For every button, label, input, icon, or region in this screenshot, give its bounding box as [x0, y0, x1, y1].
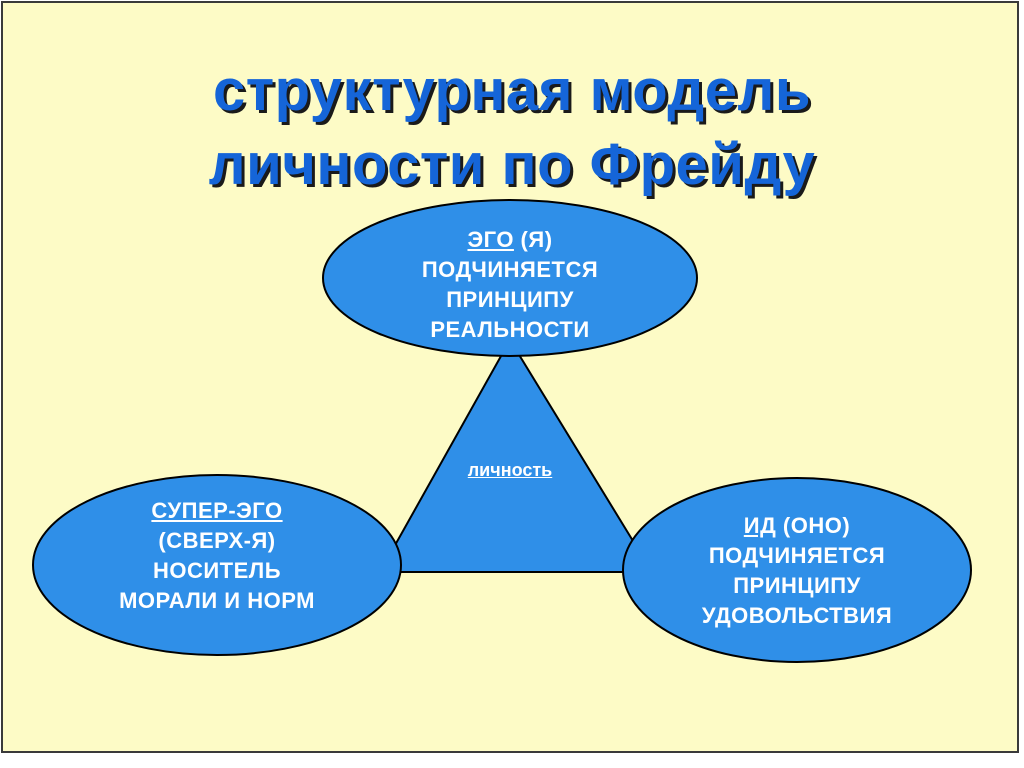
superego-line-4: МОРАЛИ И НОРМ [119, 588, 315, 613]
ego-alias: (Я) [513, 227, 553, 252]
id-name: ИД [743, 513, 777, 538]
center-label-personality: личность [467, 460, 553, 480]
ego-name: ЭГО [467, 227, 514, 252]
ego-text: ЭГО (Я) ПОДЧИНЯЕТСЯ ПРИНЦИПУ РЕАЛЬНОСТИ [360, 225, 660, 345]
ego-line-4: РЕАЛЬНОСТИ [430, 317, 590, 342]
superego-name: СУПЕР-ЭГО [151, 498, 283, 523]
id-line-2: ПОДЧИНЯЕТСЯ [708, 543, 886, 568]
personality-triangle [378, 338, 654, 573]
id-alias: (ОНО) [776, 513, 851, 538]
ego-line-2: ПОДЧИНЯЕТСЯ [421, 257, 599, 282]
ego-line-3: ПРИНЦИПУ [446, 287, 574, 312]
ego-ellipse [322, 199, 698, 357]
id-title: ИД (ОНО) [647, 511, 947, 541]
id-line-4: УДОВОЛЬСТВИЯ [701, 603, 893, 628]
id-line-3: ПРИНЦИПУ [733, 573, 861, 598]
superego-line-3: НОСИТЕЛЬ [152, 558, 282, 583]
id-text: ИД (ОНО) ПОДЧИНЯЕТСЯ ПРИНЦИПУ УДОВОЛЬСТВ… [647, 511, 947, 631]
ego-title: ЭГО (Я) [360, 225, 660, 255]
title-line-1: структурная модель [212, 58, 811, 123]
superego-line-2: (СВЕРХ-Я) [158, 528, 276, 553]
title-line-2: личности по Фрейду [208, 132, 816, 197]
superego-text: СУПЕР-ЭГО (СВЕРХ-Я) НОСИТЕЛЬ МОРАЛИ И НО… [67, 496, 367, 616]
superego-ellipse [32, 474, 402, 656]
id-ellipse [622, 477, 972, 663]
